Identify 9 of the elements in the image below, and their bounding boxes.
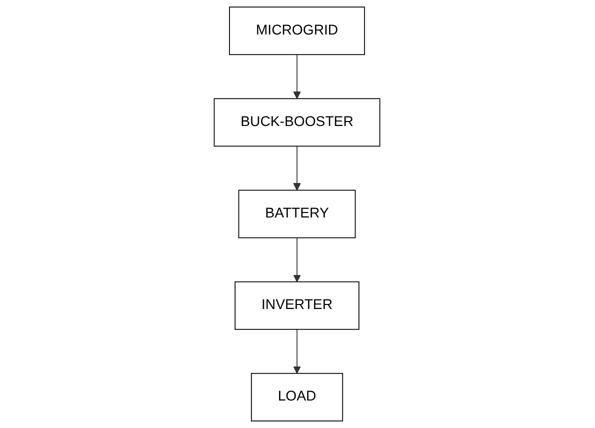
arrow	[294, 54, 302, 99]
node-box: MICROGRID	[230, 6, 366, 56]
arrow	[294, 146, 302, 191]
arrow	[294, 237, 302, 282]
node-box: BUCK-BOOSTER	[214, 98, 381, 147]
node-box: LOAD	[251, 372, 344, 422]
node-box: INVERTER	[235, 281, 360, 330]
node-box: BATTERY	[238, 190, 356, 238]
arrow	[294, 328, 302, 374]
